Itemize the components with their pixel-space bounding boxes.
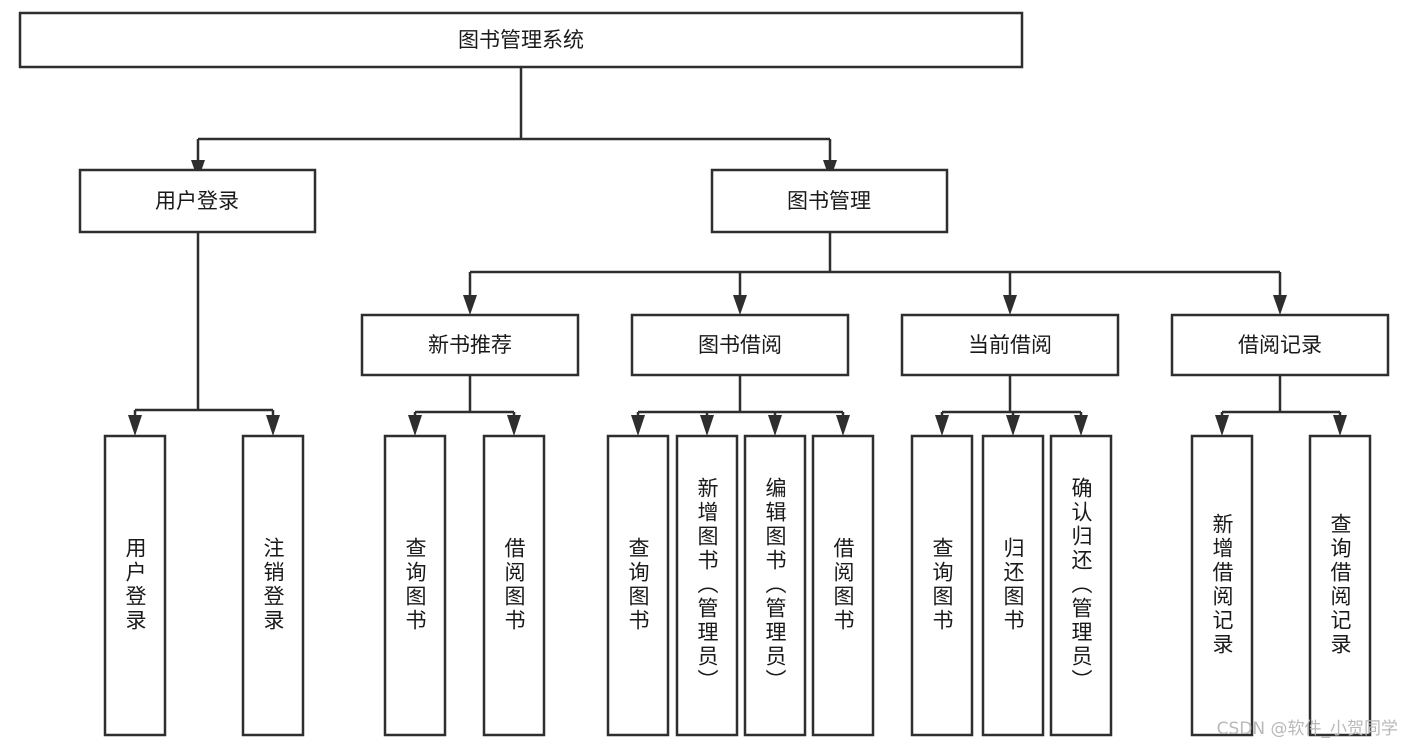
leaf-confirm-return-label: 确认归还（管理员） [1069, 477, 1093, 693]
connector-currentborrow-to-leaves [940, 375, 1083, 420]
leaf-return-book[interactable]: 归还图书 [981, 434, 1045, 737]
leaf-user-login-label: 用户登录 [123, 537, 147, 633]
connector-layer [128, 67, 1347, 436]
node-book-management-label: 图书管理 [787, 189, 871, 213]
leaf-add-book-box[interactable] [675, 434, 739, 737]
arrowhead-borrow-record [1273, 295, 1287, 315]
node-book-borrow[interactable]: 图书借阅 [630, 313, 850, 377]
leaf-borrow-book-1[interactable]: 借阅图书 [482, 434, 546, 737]
leaf-logout-login[interactable]: 注销登录 [241, 434, 305, 737]
arrowhead-leaf-confirm-return [1074, 415, 1088, 436]
node-user-login-box[interactable] [78, 168, 317, 234]
node-current-borrow-label: 当前借阅 [968, 333, 1052, 357]
node-new-book-recommend[interactable]: 新书推荐 [360, 313, 580, 377]
leaf-query-book-3-box[interactable] [910, 434, 974, 737]
connector-bookborrow-to-leaves [636, 375, 845, 420]
node-title[interactable]: 图书管理系统 [18, 11, 1024, 69]
leaf-query-book-2-box[interactable] [606, 434, 670, 737]
node-user-login-label: 用户登录 [155, 189, 239, 213]
leaf-borrow-book-2-box[interactable] [811, 434, 875, 737]
leaf-query-borrow-record-label: 查询借阅记录 [1328, 513, 1352, 657]
leaf-borrow-book-2-label: 借阅图书 [831, 537, 855, 633]
arrowhead-leaf-query-borrow-record [1333, 415, 1347, 436]
leaf-query-book-2-label: 查询图书 [626, 537, 650, 633]
arrowhead-current-borrow [1003, 295, 1017, 315]
leaf-add-book[interactable]: 新增图书（管理员） [675, 434, 739, 737]
leaf-add-borrow-record-box[interactable] [1190, 434, 1254, 737]
arrowhead-leaf-query-book-2 [631, 415, 645, 436]
connector-bookmgmt-to-level3 [468, 232, 1282, 297]
leaf-query-borrow-record[interactable]: 查询借阅记录 [1308, 434, 1372, 737]
node-book-borrow-label: 图书借阅 [698, 333, 782, 357]
leaf-edit-book[interactable]: 编辑图书（管理员） [743, 434, 807, 737]
arrowhead-leaf-add-book [700, 415, 714, 436]
leaf-query-book-1[interactable]: 查询图书 [383, 434, 447, 737]
arrowhead-leaf-return-book [1006, 415, 1020, 436]
node-new-book-recommend-label: 新书推荐 [428, 333, 512, 357]
leaf-logout-login-box[interactable] [241, 434, 305, 737]
arrowhead-leaf-query-book-3 [935, 415, 949, 436]
leaf-edit-book-label: 编辑图书（管理员） [763, 477, 787, 693]
leaf-query-book-3-label: 查询图书 [930, 537, 954, 633]
leaf-return-book-box[interactable] [981, 434, 1045, 737]
arrowhead-book-borrow [733, 295, 747, 315]
arrowhead-new-book-recommend [463, 295, 477, 315]
leaf-query-book-1-label: 查询图书 [403, 537, 427, 633]
node-title-label: 图书管理系统 [458, 28, 584, 52]
leaf-add-borrow-record[interactable]: 新增借阅记录 [1190, 434, 1254, 737]
leaf-user-login-box[interactable] [103, 434, 167, 737]
node-book-management[interactable]: 图书管理 [710, 168, 949, 234]
connector-borrowrecord-to-leaves [1220, 375, 1342, 420]
leaf-query-book-2[interactable]: 查询图书 [606, 434, 670, 737]
arrowhead-leaf-logout-login [266, 415, 280, 436]
leaf-confirm-return-box[interactable] [1049, 434, 1113, 737]
leaf-user-login[interactable]: 用户登录 [103, 434, 167, 737]
leaf-borrow-book-2[interactable]: 借阅图书 [811, 434, 875, 737]
node-borrow-record-box[interactable] [1170, 313, 1390, 377]
node-current-borrow[interactable]: 当前借阅 [900, 313, 1120, 377]
leaf-query-book-1-box[interactable] [383, 434, 447, 737]
leaf-query-borrow-record-box[interactable] [1308, 434, 1372, 737]
leaf-logout-login-label: 注销登录 [261, 537, 285, 633]
connector-userlogin-to-leaves [133, 232, 275, 420]
arrowhead-leaf-borrow-book-2 [836, 415, 850, 436]
leaf-confirm-return[interactable]: 确认归还（管理员） [1049, 434, 1113, 737]
leaf-edit-book-box[interactable] [743, 434, 807, 737]
node-current-borrow-box[interactable] [900, 313, 1120, 377]
leaf-borrow-book-1-box[interactable] [482, 434, 546, 737]
connector-newbook-to-leaves [413, 375, 516, 420]
arrowhead-leaf-edit-book [768, 415, 782, 436]
connector-root-to-level2 [196, 67, 832, 162]
arrowhead-leaf-query-book-1 [408, 415, 422, 436]
leaf-add-borrow-record-label: 新增借阅记录 [1210, 513, 1234, 657]
leaf-return-book-label: 归还图书 [1001, 537, 1025, 633]
leaf-query-book-3[interactable]: 查询图书 [910, 434, 974, 737]
arrowhead-leaf-borrow-book-1 [507, 415, 521, 436]
leaf-borrow-book-1-label: 借阅图书 [502, 537, 526, 633]
node-user-login[interactable]: 用户登录 [78, 168, 317, 234]
node-title-box[interactable] [18, 11, 1024, 69]
arrowhead-leaf-user-login [128, 415, 142, 436]
node-borrow-record[interactable]: 借阅记录 [1170, 313, 1390, 377]
node-borrow-record-label: 借阅记录 [1238, 333, 1322, 357]
arrowhead-leaf-add-borrow-record [1215, 415, 1229, 436]
node-book-management-box[interactable] [710, 168, 949, 234]
node-book-borrow-box[interactable] [630, 313, 850, 377]
node-new-book-recommend-box[interactable] [360, 313, 580, 377]
leaf-add-book-label: 新增图书（管理员） [695, 477, 719, 693]
watermark-label: CSDN @软件_小贺同学 [1217, 719, 1398, 739]
